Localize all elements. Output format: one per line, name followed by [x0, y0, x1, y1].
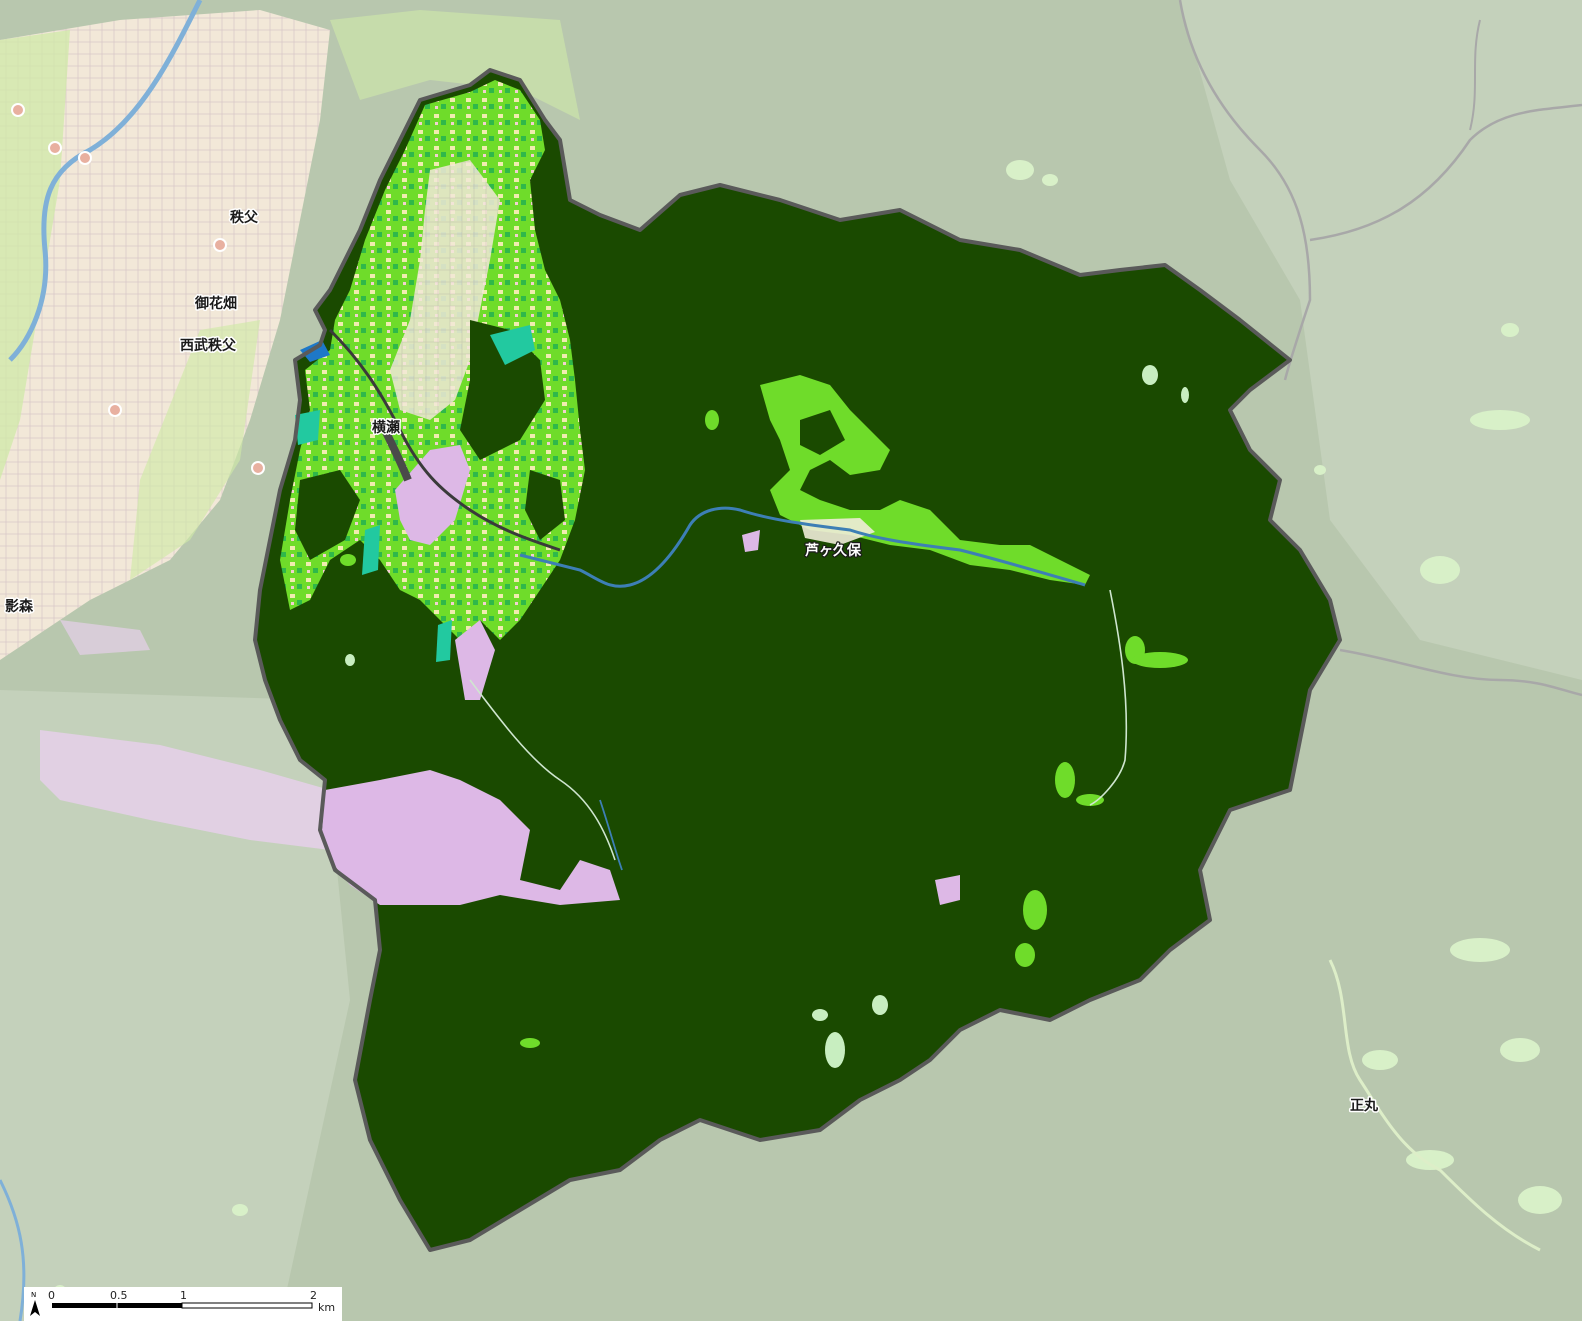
stream	[469, 679, 616, 861]
terrain-light-patch	[0, 690, 350, 1321]
chichibu-farmland-strip	[130, 320, 260, 580]
quarry-area-mid	[455, 620, 495, 700]
reservoir	[300, 340, 330, 362]
surrounding-patches	[54, 160, 1562, 1295]
wasteland-streak-west	[40, 730, 330, 850]
scale-unit: km	[318, 1301, 336, 1314]
quarry-area-south[interactable]	[322, 770, 620, 905]
arakawa-river	[8, 0, 203, 362]
forest-inlier	[295, 470, 360, 560]
road	[1339, 648, 1582, 697]
stream	[599, 799, 623, 871]
road	[1309, 103, 1582, 242]
ashigakubo-forest-inlier	[800, 410, 845, 455]
quarry-area-north	[395, 445, 470, 545]
yokoze-town-boundary	[253, 68, 1342, 1252]
wasteland-streak-west-2	[60, 620, 150, 655]
label-chichibu: 秩父	[230, 209, 259, 226]
scale-bar: 0 0.5 1 2 km	[24, 1287, 342, 1321]
label-seibu-chichibu: 西武秩父	[180, 337, 237, 354]
label-ohanabatake: 御花畑	[194, 295, 237, 312]
label-kagemori: 影森	[5, 598, 34, 615]
teal-patch	[295, 410, 320, 445]
scale-tick-0-5: 0.5	[110, 1289, 128, 1302]
road	[1469, 19, 1481, 131]
label-yokoze: 横瀬	[372, 419, 400, 436]
terrain-light-patch	[1180, 0, 1582, 680]
forest-inlier	[525, 470, 565, 540]
teal-patch	[362, 525, 380, 575]
station-marker	[108, 403, 122, 417]
station-marker	[213, 238, 227, 252]
teal-patch	[490, 325, 535, 365]
scale-tick-0: 0	[48, 1289, 55, 1302]
yokoze-river	[519, 506, 1086, 588]
tunnel-road	[376, 418, 412, 482]
north-arrow-icon: N	[30, 1291, 40, 1316]
teal-patch	[436, 620, 452, 662]
station-marker	[78, 151, 92, 165]
yokoze-urban-core	[390, 160, 500, 420]
chichibu-farmland-strip	[330, 10, 580, 120]
scale-tick-2: 2	[310, 1289, 317, 1302]
scale-bar-graphic	[52, 1302, 313, 1309]
station-marker	[11, 103, 25, 117]
scale-tick-1: 1	[180, 1289, 187, 1302]
railway-line	[328, 328, 561, 552]
road	[1178, 0, 1312, 381]
station-markers	[11, 103, 265, 475]
shomaru-valley-road	[1328, 959, 1541, 1252]
scattered-grassland	[345, 365, 1189, 1068]
north-label: N	[31, 1291, 36, 1299]
scattered-farmland	[340, 410, 1188, 1048]
station-marker	[48, 141, 62, 155]
chichibu-urban-area	[0, 10, 330, 660]
left-river	[0, 1179, 26, 1321]
label-ashigakubo: 芦ヶ久保	[805, 542, 862, 559]
label-shomaru: 正丸	[1350, 1097, 1379, 1114]
wasteland-patch	[742, 530, 760, 552]
station-marker	[251, 461, 265, 475]
stream	[1089, 589, 1128, 806]
wasteland-patch	[935, 875, 960, 905]
